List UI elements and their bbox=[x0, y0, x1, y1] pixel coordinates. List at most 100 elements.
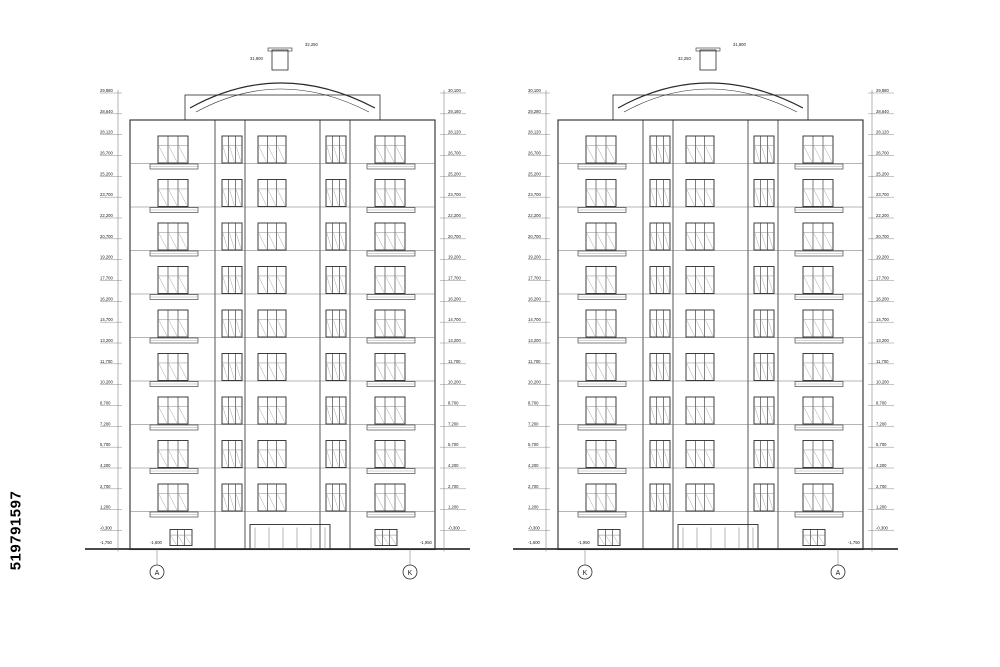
window-sash-mark bbox=[236, 407, 242, 424]
window-sash-mark bbox=[385, 233, 395, 250]
window-sash-mark bbox=[696, 320, 704, 337]
level-label: 22,200 bbox=[100, 213, 113, 218]
window-sash-mark bbox=[664, 407, 670, 424]
window bbox=[685, 396, 715, 425]
window-frame bbox=[585, 353, 617, 381]
window-frame bbox=[374, 135, 406, 164]
level-label: 20,700 bbox=[100, 234, 113, 239]
window bbox=[221, 396, 243, 425]
window-sash-mark bbox=[375, 233, 385, 250]
window bbox=[802, 309, 834, 338]
window-sash-mark bbox=[326, 363, 332, 380]
window bbox=[325, 222, 347, 251]
balcony bbox=[794, 337, 844, 344]
window bbox=[221, 135, 243, 164]
window-sash-mark bbox=[326, 320, 332, 337]
stock-image-id: 519791597 bbox=[4, 430, 28, 630]
window-sash-mark bbox=[340, 320, 346, 337]
window-frame bbox=[753, 135, 775, 164]
window-sash-mark bbox=[340, 494, 346, 511]
left-building-elevation: 31,80032,25029,88028,64028,12026,70025,2… bbox=[85, 42, 470, 580]
window-sash-mark bbox=[813, 363, 823, 380]
window-sash-mark bbox=[385, 146, 395, 163]
window-sash-mark bbox=[761, 320, 767, 337]
window-sash-mark bbox=[268, 450, 276, 467]
level-label: -0,300 bbox=[528, 526, 541, 531]
window bbox=[257, 353, 287, 381]
window-sash-mark bbox=[326, 276, 332, 293]
window-sash-mark bbox=[168, 363, 178, 380]
balcony bbox=[577, 163, 627, 170]
window-frame bbox=[374, 266, 406, 294]
window-sash-mark bbox=[168, 407, 178, 424]
window-frame bbox=[685, 353, 715, 381]
window-frame bbox=[585, 440, 617, 468]
window bbox=[585, 396, 617, 425]
level-label: 26,700 bbox=[876, 151, 889, 156]
window-frame bbox=[157, 309, 189, 338]
window-frame bbox=[157, 483, 189, 512]
window-sash-mark bbox=[818, 536, 825, 545]
window bbox=[169, 529, 193, 546]
window-frame bbox=[753, 483, 775, 512]
window-sash-mark bbox=[229, 407, 235, 424]
level-label: 29,280 bbox=[528, 109, 541, 114]
window-sash-mark bbox=[768, 363, 774, 380]
roof-parapet bbox=[612, 94, 809, 121]
window bbox=[221, 179, 243, 207]
window-sash-mark bbox=[340, 450, 346, 467]
axis-bubble bbox=[149, 564, 165, 580]
window-sash-mark bbox=[761, 189, 767, 206]
level-label: 4,200 bbox=[448, 463, 459, 468]
balcony bbox=[577, 511, 627, 518]
window-frame bbox=[649, 135, 671, 164]
level-label: -0,300 bbox=[100, 526, 113, 531]
window-sash-mark bbox=[333, 146, 339, 163]
level-label: 11,700 bbox=[100, 359, 113, 364]
level-label: 1,200 bbox=[448, 505, 459, 510]
window-sash-mark bbox=[813, 276, 823, 293]
window-sash-mark bbox=[823, 189, 833, 206]
level-label: 29,880 bbox=[100, 88, 113, 93]
window-sash-mark bbox=[761, 233, 767, 250]
window-sash-mark bbox=[168, 494, 178, 511]
window-frame bbox=[221, 135, 243, 164]
window-sash-mark bbox=[754, 494, 760, 511]
window-frame bbox=[325, 135, 347, 164]
window bbox=[257, 483, 287, 512]
window-sash-mark bbox=[705, 363, 714, 380]
window-sash-mark bbox=[813, 407, 823, 424]
window-sash-mark bbox=[650, 276, 656, 293]
window-sash-mark bbox=[385, 189, 395, 206]
window-frame bbox=[685, 179, 715, 207]
window-sash-mark bbox=[178, 494, 188, 511]
window-sash-mark bbox=[277, 276, 286, 293]
window-frame bbox=[685, 396, 715, 425]
window-sash-mark bbox=[650, 189, 656, 206]
window bbox=[221, 483, 243, 512]
window-frame bbox=[802, 179, 834, 207]
window bbox=[753, 179, 775, 207]
window bbox=[649, 483, 671, 512]
level-label: -0,300 bbox=[876, 526, 889, 531]
window-sash-mark bbox=[268, 363, 276, 380]
window-sash-mark bbox=[823, 450, 833, 467]
window-frame bbox=[802, 135, 834, 164]
window bbox=[802, 396, 834, 425]
window-sash-mark bbox=[333, 189, 339, 206]
level-label: 2,700 bbox=[448, 484, 459, 489]
level-label: 8,700 bbox=[876, 401, 887, 406]
level-label: 17,700 bbox=[448, 276, 461, 281]
window-sash-mark bbox=[178, 189, 188, 206]
window-sash-mark bbox=[229, 320, 235, 337]
window bbox=[753, 135, 775, 164]
window bbox=[221, 440, 243, 468]
roof-parapet bbox=[184, 94, 381, 121]
window-sash-mark bbox=[395, 494, 405, 511]
window bbox=[374, 135, 406, 164]
window-frame bbox=[585, 222, 617, 251]
window-sash-mark bbox=[229, 494, 235, 511]
window-sash-mark bbox=[236, 320, 242, 337]
window-sash-mark bbox=[178, 146, 188, 163]
ridge-level-label: 31,800 bbox=[733, 42, 746, 47]
